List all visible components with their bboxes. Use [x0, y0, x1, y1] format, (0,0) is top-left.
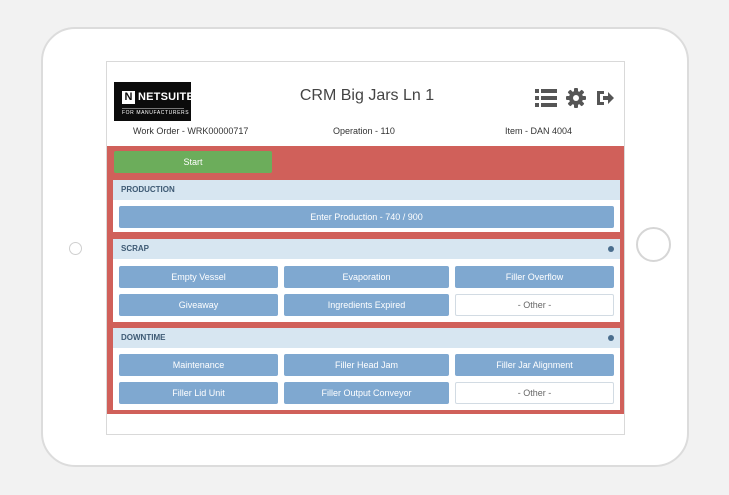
- scrap-button[interactable]: Evaporation: [284, 266, 449, 288]
- logo-wordmark: NETSUITE: [138, 91, 194, 103]
- list-icon[interactable]: [535, 88, 557, 108]
- logo-mark: N: [122, 91, 135, 104]
- logo-divider: [122, 108, 184, 109]
- downtime-section: DOWNTIME Maintenance Filler Head Jam Fil…: [113, 328, 620, 410]
- downtime-heading: DOWNTIME: [121, 333, 166, 342]
- downtime-button[interactable]: Filler Output Conveyor: [284, 382, 449, 404]
- page-title: CRM Big Jars Ln 1: [299, 87, 435, 104]
- tablet-camera: [69, 242, 82, 255]
- work-panel: Start PRODUCTION Enter Production - 740 …: [107, 146, 624, 414]
- scrap-heading: SCRAP: [121, 244, 150, 253]
- downtime-button[interactable]: Filler Lid Unit: [119, 382, 278, 404]
- gear-icon[interactable]: [566, 88, 586, 108]
- scrap-button[interactable]: Giveaway: [119, 294, 278, 316]
- app-screen: N NETSUITE FOR MANUFACTURERS CRM Big Jar…: [106, 61, 625, 435]
- logo-subtitle: FOR MANUFACTURERS: [122, 110, 190, 116]
- exit-icon[interactable]: [595, 88, 615, 108]
- downtime-button[interactable]: Filler Head Jam: [284, 354, 449, 376]
- tablet-home-button[interactable]: [636, 227, 671, 262]
- scrap-button[interactable]: Empty Vessel: [119, 266, 278, 288]
- production-header: PRODUCTION: [113, 180, 620, 200]
- production-section: PRODUCTION Enter Production - 740 / 900: [113, 180, 620, 232]
- downtime-button[interactable]: Maintenance: [119, 354, 278, 376]
- scrap-button[interactable]: Ingredients Expired: [284, 294, 449, 316]
- netsuite-logo: N NETSUITE FOR MANUFACTURERS: [114, 82, 194, 121]
- enter-production-button[interactable]: Enter Production - 740 / 900: [119, 206, 614, 228]
- production-heading: PRODUCTION: [121, 185, 175, 194]
- downtime-header[interactable]: DOWNTIME: [113, 328, 620, 348]
- scrap-button[interactable]: Filler Overflow: [455, 266, 614, 288]
- scrap-header[interactable]: SCRAP: [113, 239, 620, 259]
- downtime-other-button[interactable]: - Other -: [455, 382, 614, 404]
- scrap-section: SCRAP Empty Vessel Evaporation Filler Ov…: [113, 239, 620, 322]
- scrap-other-button[interactable]: - Other -: [455, 294, 614, 316]
- operation-label: Operation - 110: [333, 126, 395, 136]
- start-button[interactable]: Start: [114, 151, 272, 173]
- work-order-label: Work Order - WRK00000717: [133, 126, 249, 136]
- downtime-collapse-icon[interactable]: [608, 335, 614, 341]
- scrap-collapse-icon[interactable]: [608, 246, 614, 252]
- downtime-button[interactable]: Filler Jar Alignment: [455, 354, 614, 376]
- item-label: Item - DAN 4004: [505, 126, 573, 136]
